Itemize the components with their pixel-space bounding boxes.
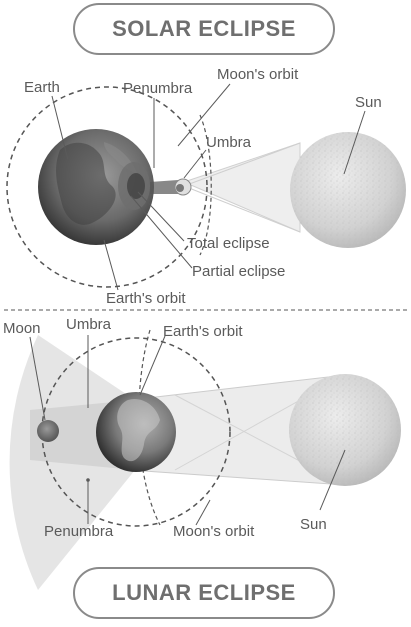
solar-umbra-zone — [127, 173, 145, 199]
title-solar-eclipse: SOLAR ECLIPSE — [73, 3, 335, 55]
label-lunar-moon: Moon — [3, 320, 41, 337]
solar-earths-orbit-path — [6, 86, 208, 288]
label-solar-partial-eclipse: Partial eclipse — [192, 263, 285, 280]
label-solar-earths-orbit: Earth's orbit — [106, 290, 186, 307]
label-solar-penumbra: Penumbra — [123, 80, 193, 97]
title-solar-eclipse-text: SOLAR ECLIPSE — [112, 16, 296, 41]
label-lunar-umbra: Umbra — [66, 316, 112, 333]
label-solar-moons-orbit: Moon's orbit — [217, 66, 299, 83]
title-lunar-eclipse-text: LUNAR ECLIPSE — [112, 580, 296, 605]
label-solar-earth: Earth — [24, 79, 60, 96]
label-lunar-earths-orbit: Earth's orbit — [163, 323, 243, 340]
label-solar-sun: Sun — [355, 94, 382, 111]
label-lunar-sun: Sun — [300, 516, 327, 533]
lunar-moon — [37, 420, 59, 442]
label-lunar-moons-orbit: Moon's orbit — [173, 523, 255, 540]
title-lunar-eclipse: LUNAR ECLIPSE — [73, 567, 335, 619]
label-lunar-penumbra: Penumbra — [44, 523, 114, 540]
label-solar-umbra: Umbra — [206, 134, 252, 151]
label-solar-total-eclipse: Total eclipse — [187, 235, 270, 252]
lunar-moons-orbit-path — [41, 337, 231, 527]
